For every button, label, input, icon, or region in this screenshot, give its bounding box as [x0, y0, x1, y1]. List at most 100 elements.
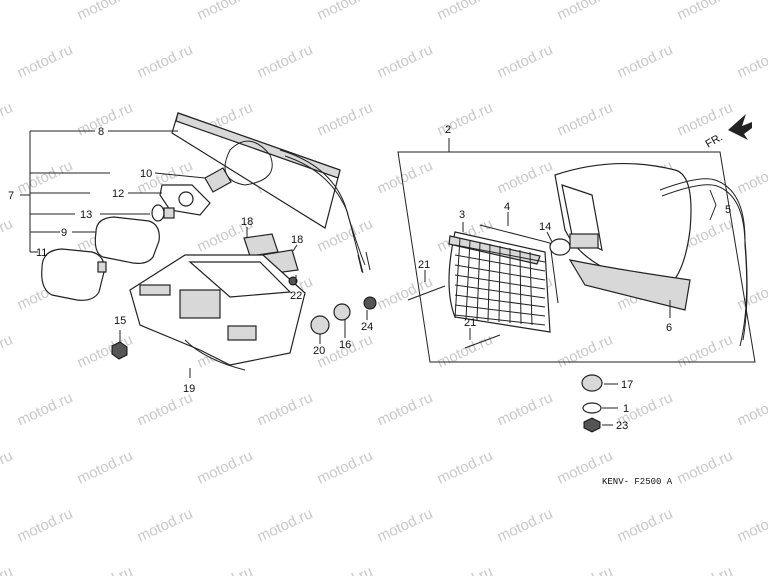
watermark-text: motod.ru	[0, 563, 15, 576]
washer-1	[582, 402, 602, 414]
wire-harness	[659, 178, 748, 347]
watermark-text: motod.ru	[315, 0, 376, 24]
tail-lens	[448, 231, 551, 333]
watermark-text: motod.ru	[675, 331, 736, 371]
inner-lens	[72, 216, 160, 264]
tail-housing	[554, 162, 692, 311]
watermark-text: motod.ru	[75, 0, 136, 24]
watermark-text: motod.ru	[675, 0, 736, 24]
callout-10: 10	[140, 168, 152, 180]
watermark-text: motod.ru	[435, 331, 496, 371]
callout-6: 6	[666, 322, 672, 334]
watermark-text: motod.ru	[15, 157, 76, 197]
watermark-text: motod.ru	[735, 505, 768, 545]
watermark-text: motod.ru	[735, 273, 768, 313]
callout-22: 22	[290, 290, 302, 302]
collar-16	[333, 303, 351, 321]
watermark-text: motod.ru	[255, 505, 316, 545]
lens-grid-line	[454, 244, 546, 263]
watermark-text: motod.ru	[75, 563, 136, 576]
grommet-20	[310, 315, 330, 335]
watermark-text: motod.ru	[435, 99, 496, 139]
callout-8: 8	[98, 126, 104, 138]
watermark-text: motod.ru	[195, 447, 256, 487]
direction-label: FR.	[704, 131, 725, 150]
callout-1: 1	[623, 403, 629, 415]
watermark-text: motod.ru	[15, 41, 76, 81]
lens-grid-line	[519, 249, 522, 325]
watermark-text: motod.ru	[195, 0, 256, 24]
watermark-text: motod.ru	[555, 99, 616, 139]
lens-grid	[454, 237, 546, 326]
watermark-text: motod.ru	[675, 563, 736, 576]
callout-16: 16	[339, 339, 351, 351]
watermark-text: motod.ru	[555, 563, 616, 576]
watermark-text: motod.ru	[375, 41, 436, 81]
nut-23	[583, 417, 601, 433]
diagram-code: KENV- F2500 A	[602, 477, 673, 487]
watermark-text: motod.ru	[675, 447, 736, 487]
callout-5: 5	[725, 204, 731, 216]
watermark-text: motod.ru	[375, 157, 436, 197]
watermark-text: motod.ru	[135, 505, 196, 545]
watermark-text: motod.ru	[735, 389, 768, 429]
callout-18a: 18	[241, 216, 253, 228]
license-plate-bracket	[171, 112, 371, 274]
watermark-text: motod.ru	[315, 99, 376, 139]
watermark-text: motod.ru	[495, 389, 556, 429]
watermark-text: motod.ru	[255, 389, 316, 429]
watermark-text: motod.ru	[735, 157, 768, 197]
bracket-group-7	[20, 130, 110, 253]
lens-grid-line	[465, 239, 471, 320]
watermark-text: motod.ru	[495, 505, 556, 545]
callout-24: 24	[361, 321, 373, 333]
callout-12: 12	[112, 188, 124, 200]
watermark-text: motod.ru	[615, 505, 676, 545]
tail-base-housing	[129, 254, 306, 371]
watermark-text: motod.ru	[75, 447, 136, 487]
watermark-text: motod.ru	[675, 99, 736, 139]
watermark-text: motod.ru	[495, 41, 556, 81]
watermark-text: motod.ru	[495, 157, 556, 197]
watermark-text: motod.ru	[135, 41, 196, 81]
callout-23: 23	[616, 420, 628, 432]
assembly-frame-2	[397, 151, 756, 363]
watermark-text: motod.ru	[615, 41, 676, 81]
grommet-17	[581, 374, 603, 392]
watermark-text: motod.ru	[195, 563, 256, 576]
callout-21b: 21	[464, 317, 476, 329]
lens-grid-line	[498, 245, 501, 323]
lens-grid-line	[454, 274, 546, 290]
nut-24	[363, 296, 377, 310]
callout-3: 3	[459, 209, 465, 221]
lens-grid-line	[454, 294, 546, 308]
watermark-text: motod.ru	[375, 505, 436, 545]
callout-20: 20	[313, 345, 325, 357]
watermark-text: motod.ru	[435, 447, 496, 487]
watermark-text: motod.ru	[0, 0, 15, 24]
watermark-text: motod.ru	[435, 563, 496, 576]
callout-18b: 18	[291, 234, 303, 246]
watermark-text: motod.ru	[15, 389, 76, 429]
watermark-text: motod.ru	[75, 99, 136, 139]
lens-grid-line	[529, 251, 533, 326]
outer-lens	[41, 248, 107, 301]
tail-bulb	[100, 204, 175, 222]
lens-grid-line	[454, 284, 546, 299]
watermark-text: motod.ru	[315, 563, 376, 576]
lens-gasket	[479, 224, 559, 304]
watermark-text: motod.ru	[435, 0, 496, 24]
callout-4: 4	[504, 201, 510, 213]
watermark-text: motod.ru	[255, 41, 316, 81]
callout-14: 14	[539, 221, 551, 233]
callout-11: 11	[36, 247, 47, 259]
screw-21-a	[407, 285, 446, 301]
callout-7: 7	[8, 190, 14, 202]
lens-grid-line	[454, 264, 546, 281]
watermark-text: motod.ru	[0, 447, 15, 487]
tail-bulb-14	[549, 233, 599, 256]
watermark-text: motod.ru	[375, 389, 436, 429]
watermark-text: motod.ru	[555, 0, 616, 24]
